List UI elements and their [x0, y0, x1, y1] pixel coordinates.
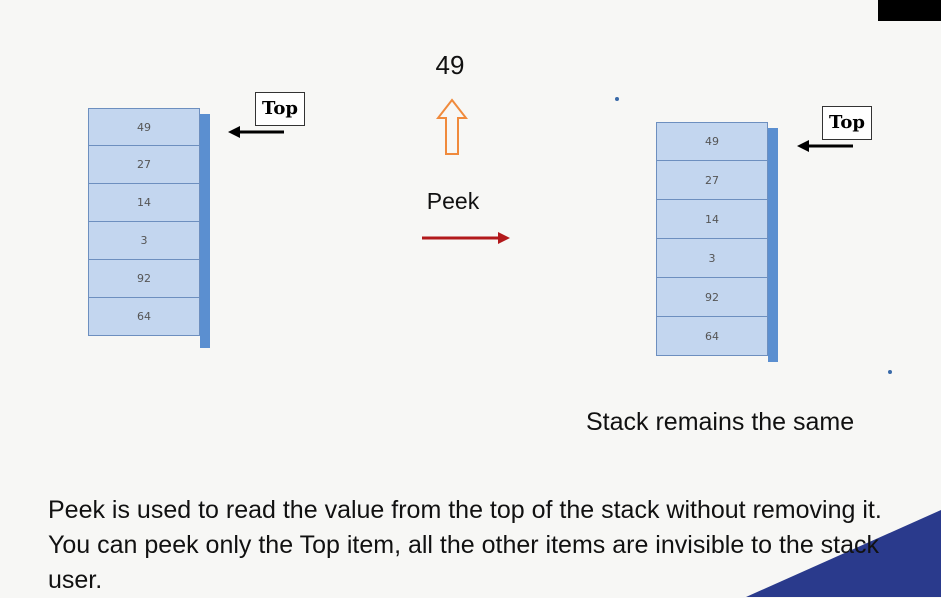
stack-item: 14 — [88, 184, 200, 222]
right-stack-column: 49 27 14 3 92 64 — [656, 122, 768, 362]
stack-caption: Stack remains the same — [586, 408, 855, 436]
stack-item: 92 — [88, 260, 200, 298]
decor-dot — [888, 370, 892, 374]
peek-label: Peek — [426, 188, 480, 214]
stack-item: 27 — [656, 161, 768, 200]
peek-value: 49 — [435, 50, 465, 80]
left-stack-column: 49 27 14 3 92 64 — [88, 108, 200, 348]
stack-item: 49 — [88, 108, 200, 146]
corner-wedge — [746, 510, 941, 597]
stack-item: 49 — [656, 122, 768, 161]
stack-item: 3 — [656, 239, 768, 278]
stack-shadow — [200, 114, 210, 348]
stack-item: 64 — [656, 317, 768, 356]
stack-item: 27 — [88, 146, 200, 184]
right-top-label: Top — [822, 106, 872, 140]
stack-item: 3 — [88, 222, 200, 260]
stack-item: 14 — [656, 200, 768, 239]
description-text: Peek is used to read the value from the … — [48, 496, 882, 594]
right-top-arrow-icon — [797, 140, 853, 152]
stack-item: 92 — [656, 278, 768, 317]
up-arrow-icon — [436, 98, 468, 155]
stack-item: 64 — [88, 298, 200, 336]
corner-block — [878, 0, 941, 21]
right-stack: 49 27 14 3 92 64 — [656, 122, 778, 362]
left-top-label: Top — [255, 92, 305, 126]
left-stack: 49 27 14 3 92 64 — [88, 108, 210, 348]
stack-shadow — [768, 128, 778, 362]
left-top-arrow-icon — [228, 126, 284, 138]
decor-dot — [615, 97, 619, 101]
peek-arrow-icon — [422, 232, 510, 244]
